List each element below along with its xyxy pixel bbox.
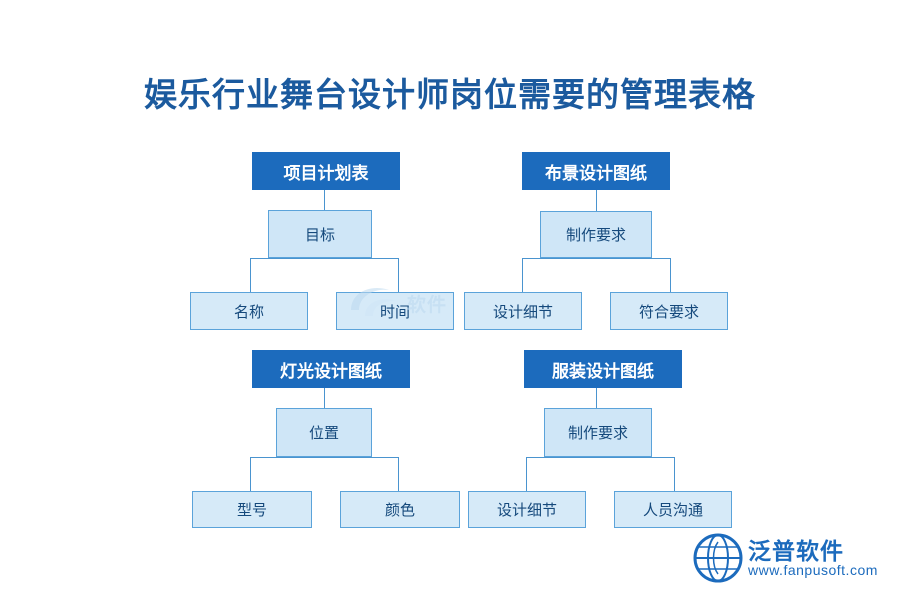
connector-g4-header-to-mid <box>596 387 597 408</box>
page-title: 娱乐行业舞台设计师岗位需要的管理表格 <box>144 76 756 113</box>
brand-logo: 泛普软件 www.fanpusoft.com <box>692 530 882 586</box>
connector-g3-bus-right <box>398 457 399 491</box>
group-mid-1[interactable]: 目标 <box>268 210 372 258</box>
connector-g4-bus-left <box>526 457 527 491</box>
connector-g4-mid-bus <box>526 457 674 458</box>
group-header-1[interactable]: 项目计划表 <box>252 152 400 190</box>
connector-g2-bus-right <box>670 258 671 292</box>
group-leaf-1-1[interactable]: 名称 <box>190 292 308 330</box>
connector-g1-bus-right <box>398 258 399 292</box>
connector-g2-header-to-mid <box>596 190 597 211</box>
group-header-2[interactable]: 布景设计图纸 <box>522 152 670 190</box>
connector-g2-bus-left <box>522 258 523 292</box>
connector-g1-mid-down <box>324 257 325 259</box>
group-leaf-4-2[interactable]: 人员沟通 <box>614 491 732 528</box>
group-mid-2[interactable]: 制作要求 <box>540 211 652 258</box>
group-mid-4[interactable]: 制作要求 <box>544 408 652 457</box>
group-leaf-2-2[interactable]: 符合要求 <box>610 292 728 330</box>
connector-g4-bus-right <box>674 457 675 491</box>
group-leaf-2-1[interactable]: 设计细节 <box>464 292 582 330</box>
group-leaf-3-2[interactable]: 颜色 <box>340 491 460 528</box>
connector-g1-bus-left <box>250 258 251 292</box>
brand-name: 泛普软件 <box>748 538 844 564</box>
connector-g3-mid-bus <box>250 457 398 458</box>
brand-url: www.fanpusoft.com <box>748 562 878 578</box>
group-leaf-1-2[interactable]: 时间 <box>336 292 454 330</box>
group-leaf-4-1[interactable]: 设计细节 <box>468 491 586 528</box>
group-leaf-3-1[interactable]: 型号 <box>192 491 312 528</box>
group-header-3[interactable]: 灯光设计图纸 <box>252 350 410 388</box>
group-mid-3[interactable]: 位置 <box>276 408 372 457</box>
connector-g2-mid-bus <box>522 258 670 259</box>
connector-g1-header-to-mid <box>324 190 325 214</box>
connector-g3-header-to-mid <box>324 387 325 408</box>
globe-icon <box>693 533 743 583</box>
connector-g3-bus-left <box>250 457 251 491</box>
group-header-4[interactable]: 服装设计图纸 <box>524 350 682 388</box>
